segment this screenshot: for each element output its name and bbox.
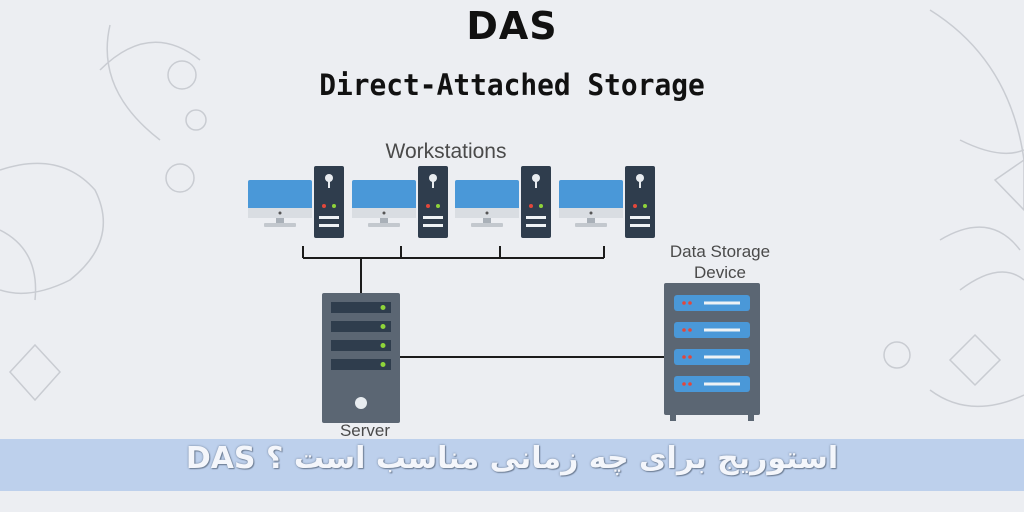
- storage-label: Data Storage Device: [640, 241, 800, 283]
- monitor-icon: [455, 180, 519, 227]
- workstation-1: [248, 166, 348, 242]
- workstation-2: [352, 166, 452, 242]
- monitor-icon: [352, 180, 416, 227]
- server-tower-icon: [322, 293, 400, 423]
- storage-label-line2: Device: [694, 263, 746, 282]
- pc-tower-icon: [418, 166, 448, 238]
- workstation-4: [559, 166, 659, 242]
- workstations-label: Workstations: [385, 140, 507, 163]
- monitor-icon: [559, 180, 623, 227]
- workstation-3: [455, 166, 555, 242]
- page-subtitle: Direct-Attached Storage: [319, 68, 705, 102]
- pc-tower-icon: [314, 166, 344, 238]
- pc-tower-icon: [625, 166, 655, 238]
- caption-text: DAS استوریج برای چه زمانی مناسب است ؟: [185, 441, 839, 476]
- page-title: DAS: [466, 4, 558, 48]
- monitor-icon: [248, 180, 312, 227]
- server-label: Server: [339, 421, 391, 440]
- pc-tower-icon: [521, 166, 551, 238]
- storage-rack-icon: [664, 283, 760, 421]
- caption-banner: [0, 439, 1024, 491]
- storage-label-line1: Data Storage: [669, 242, 771, 261]
